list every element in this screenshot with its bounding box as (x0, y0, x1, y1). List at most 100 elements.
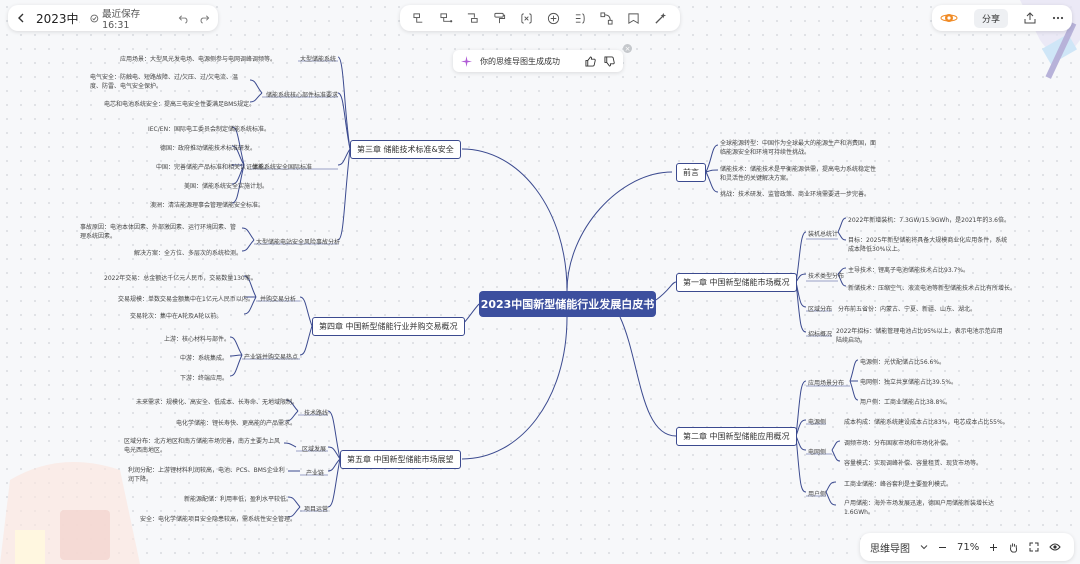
chapter-2[interactable]: 第二章 中国新型储能应用概况 (676, 427, 797, 446)
ch1-group[interactable]: 招标概况 (808, 331, 833, 338)
ch3-group[interactable]: 大型储能系统 (300, 56, 337, 63)
ch5-group[interactable]: 产业链 (306, 470, 325, 477)
ch3-item[interactable]: 澳洲：清洁能源理事会管理储能安全标准。 (150, 202, 265, 209)
zoom-out-icon[interactable] (938, 543, 947, 552)
ch4-item[interactable]: 上游：核心材料与部件。 (164, 336, 231, 343)
ch2-item[interactable]: 成本构成：储能系统建设成本占比83%，电芯成本占比55%。 (844, 419, 1009, 426)
ch1-item[interactable]: 2022年新增装机：7.3GW/15.9GWh，是2021年的3.6倍。 (848, 217, 1010, 224)
decor-illustration-left (0, 462, 140, 564)
preface-item[interactable]: 全球能源转型：中国作为全球最大的能源生产和消费国，面临能源安全和环境可持续性挑战… (720, 140, 877, 156)
chapter-4[interactable]: 第四章 中国新型储能行业并购交易概况 (312, 317, 465, 336)
ch4-item[interactable]: 下游：终端应用。 (180, 375, 229, 382)
ch1-item[interactable]: 分布前五省份：内蒙古、宁夏、新疆、山东、湖北。 (838, 306, 977, 313)
ch3-item[interactable]: 电气安全：防触电、短路故障、过/欠压、过/欠电流、温度、防雷、电气安全保护。 (90, 74, 239, 90)
relation-line-icon[interactable] (598, 9, 616, 27)
ch2-item[interactable]: 容量模式：实现调峰补偿、容量租赁、现货市场等。 (844, 460, 983, 467)
zoom-level: 71% (957, 541, 980, 553)
ch2-group[interactable]: 电网侧 (808, 449, 827, 456)
ch1-group[interactable]: 技术类型分布 (808, 273, 845, 280)
preface-item[interactable]: 储能技术：储能技术是平衡能源供需，提高电力系统稳定性和灵活性的关键解决方案。 (720, 166, 877, 182)
chapter-1[interactable]: 第一章 中国新型储能市场概况 (676, 273, 797, 292)
ch3-item[interactable]: 解决方案：全方位、多层次的系统检测。 (134, 250, 243, 257)
preview-eye-icon[interactable] (1049, 542, 1061, 552)
zoom-in-icon[interactable] (989, 543, 998, 552)
ch3-group[interactable]: 储能系统核心部件标准要求 (266, 92, 339, 99)
ch5-group[interactable]: 技术路线 (304, 410, 329, 417)
ai-magic-icon[interactable] (652, 9, 670, 27)
ch1-item[interactable]: 2022年招标：储能管理电池占比95%以上，表示电池示范应用陆续启动。 (836, 328, 1003, 344)
ch1-group[interactable]: 装机总统计 (808, 231, 839, 238)
header-bar: 2023中… 最近保存 16:31 (8, 5, 218, 31)
avatar[interactable] (940, 11, 958, 25)
ch2-group[interactable]: 电源侧 (808, 419, 827, 426)
ch5-item[interactable]: 区域分布：北方地区和南方储能市场完善，南方主要为上风电光西南地区。 (124, 438, 281, 454)
redo-icon[interactable] (199, 13, 210, 24)
formula-icon[interactable] (518, 9, 536, 27)
add-child-node-icon[interactable] (410, 9, 428, 27)
add-parent-node-icon[interactable] (464, 9, 482, 27)
ch1-item[interactable]: 主导技术：锂离子电池储能技术占比93.7%。 (848, 267, 970, 274)
ch2-item[interactable]: 调频市场：分布国家市场和市场化补偿。 (844, 440, 953, 447)
chapter-3[interactable]: 第三章 储能技术标准&安全 (350, 140, 461, 159)
ch2-item[interactable]: 电网侧：独立共享储能占比39.5%。 (860, 379, 958, 386)
ch4-item[interactable]: 中游：系统集成。 (180, 355, 229, 362)
hand-tool-icon[interactable] (1008, 542, 1019, 553)
ch3-item[interactable]: 德国：政府推动储能技术标准研发。 (160, 145, 257, 152)
root-node[interactable]: 2023中国新型储能行业发展白皮书 (479, 291, 656, 317)
ch3-item[interactable]: 美国：储能系统安全实施计划。 (184, 183, 269, 190)
ch4-item[interactable]: 交易轮次：集中在A轮及A轮以前。 (130, 313, 223, 320)
chevron-down-icon[interactable] (920, 543, 928, 551)
ch3-item[interactable]: 电芯和电池系统安全：提高三电安全性要满足BMS规定。 (104, 101, 256, 108)
summary-icon[interactable] (571, 9, 589, 27)
ch3-item[interactable]: IEC/EN：国际电工委员会制定储能系统标准。 (148, 126, 271, 133)
header-actions: 分享 (932, 5, 1072, 31)
thumbs-up-icon[interactable] (585, 55, 596, 67)
add-sibling-node-icon[interactable] (437, 9, 455, 27)
view-mode-select[interactable]: 思维导图 (870, 543, 910, 555)
ch2-group[interactable]: 用户侧 (808, 491, 827, 498)
back-icon[interactable] (16, 13, 26, 23)
undo-icon[interactable] (178, 13, 189, 24)
ch5-item[interactable]: 安全：电化学储能项目安全隐患较高，需系统性安全管理。 (140, 516, 297, 523)
ch5-item[interactable]: 未来需求：规模化、高安全、低成本、长寿命、无地域限制。 (136, 399, 299, 406)
insert-icon[interactable] (544, 9, 562, 27)
chapter-5[interactable]: 第五章 中国新型储能市场展望 (340, 450, 461, 469)
ch5-group[interactable]: 项目运营 (304, 506, 329, 513)
chapter-preface[interactable]: 前言 (676, 163, 706, 182)
document-title[interactable]: 2023中… (36, 11, 80, 26)
ch1-item[interactable]: 目标：2025年新型储能将具备大规模商业化应用条件，系统成本降低30%以上。 (848, 237, 1008, 253)
ch3-group[interactable]: 大型储能电站安全风险事故分析 (256, 239, 341, 246)
format-painter-icon[interactable] (491, 9, 509, 27)
ch5-item[interactable]: 利润分配：上游锂材料利润较高，电池、PCS、BMS企业利润下降。 (128, 467, 285, 483)
ch4-item[interactable]: 交易规模：单数交易金额集中在1亿元人民币以内。 (118, 296, 254, 303)
ch3-item[interactable]: 事故原因：电池本体因素、外部激因素、运行环境因素、管理系统因素。 (80, 224, 237, 240)
ch5-item[interactable]: 新能源配储：利用率低，盈利水平较低。 (184, 496, 293, 503)
export-icon[interactable] (1024, 12, 1036, 24)
preface-item[interactable]: 挑战：技术研发、监管政策、商业环境需要进一步完善。 (720, 191, 871, 198)
ch2-item[interactable]: 电源侧：光伏配储占比56.6%。 (860, 359, 946, 366)
ch3-item[interactable]: 应用场景：大型风光发电场、电源侧参与电网调峰调频等。 (120, 56, 277, 63)
ch1-group[interactable]: 区域分布 (808, 306, 833, 313)
toast-close-icon[interactable]: × (623, 44, 632, 53)
thumbs-down-icon[interactable] (604, 55, 615, 67)
ch5-item[interactable]: 电化学储能：锂长寿快、更高能的产品需求。 (176, 420, 297, 427)
ch4-item[interactable]: 2022年交易：总金额达千亿元人民币，交易数量130笔。 (104, 275, 257, 282)
ch2-item[interactable]: 用户侧：工商业储能占比38.8%。 (860, 399, 952, 406)
share-button[interactable]: 分享 (973, 8, 1008, 28)
ch4-group[interactable]: 产业链并购交易热点 (244, 354, 299, 361)
ch2-item[interactable]: 户用储能：海外市场发展迅速，德国户用储能新装增长达1.6GWh。 (844, 500, 995, 516)
toast-message: 你的思维导图生成成功 (480, 56, 560, 66)
mindmap-toolbar (400, 5, 680, 31)
more-icon[interactable] (1052, 12, 1064, 24)
ch4-group[interactable]: 并购交易分析 (260, 296, 297, 303)
ch2-group[interactable]: 应用场景分布 (808, 380, 845, 387)
ch1-item[interactable]: 新储技术：压缩空气、液流电池等新型储能技术占比有所增长。 (848, 285, 1017, 292)
label-flag-icon[interactable] (625, 9, 643, 27)
ch3-group[interactable]: 储能系统安全国际标准 (252, 164, 313, 171)
ch3-item[interactable]: 中国：完善储能产品标准和相关认证体系。 (156, 164, 271, 171)
ch2-item[interactable]: 工商业储能：峰谷套利是主要盈利模式。 (844, 481, 953, 488)
ch5-group[interactable]: 区域发展 (302, 446, 327, 453)
fullscreen-icon[interactable] (1029, 542, 1039, 552)
